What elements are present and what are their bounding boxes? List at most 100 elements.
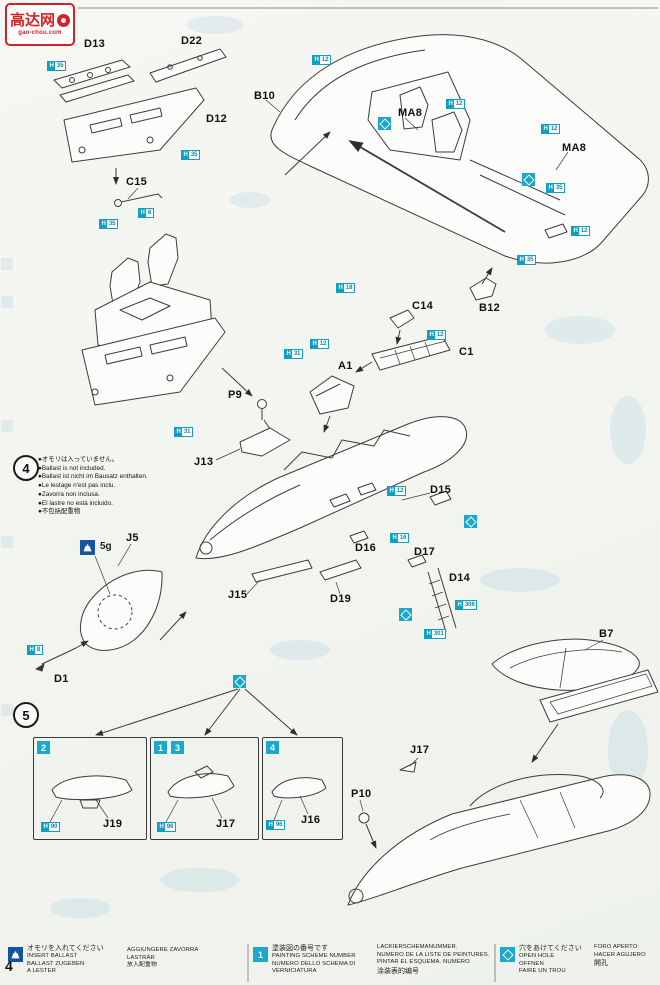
paint-brand-letter: H	[28, 646, 36, 654]
paint-brand-letter: H	[388, 487, 396, 495]
paint-color-number: 12	[319, 341, 327, 347]
paint-brand-letter: H	[139, 209, 147, 217]
watermark-logo: 高达网 gao-chou.com	[5, 3, 75, 46]
legend-ballast-col2: AGGIUNGERE ZAVORRA LASTRAR 放入配重物	[127, 947, 199, 969]
ballast-weight-label: 5g	[100, 541, 112, 552]
paint-color-number: 96	[166, 824, 174, 830]
part-label: J13	[194, 456, 214, 468]
step-4-badge: 4	[13, 455, 39, 481]
paint-brand-letter: H	[100, 220, 108, 228]
part-label: D14	[449, 572, 471, 584]
part-label: D17	[414, 546, 436, 558]
paint-color-number: 90	[50, 824, 58, 830]
paint-brand-letter: H	[542, 125, 550, 133]
paint-color-callout: H 31	[174, 427, 194, 437]
note-line: ●Ballast is not included.	[38, 464, 106, 472]
part-label: D13	[84, 38, 106, 50]
weight-icon	[83, 544, 92, 552]
step-5-number: 5	[22, 707, 30, 723]
paint-color-number: 301	[433, 631, 444, 637]
diamond-glyph	[522, 173, 535, 186]
open-hole-icon	[464, 515, 477, 528]
paint-color-number: 35	[108, 221, 116, 227]
weight-icon	[11, 951, 20, 959]
paint-color-number: 35	[190, 152, 198, 158]
diamond-glyph	[233, 675, 246, 688]
paint-brand-letter: H	[425, 630, 433, 638]
paint-brand-letter: H	[456, 601, 464, 609]
part-label: J17	[410, 744, 430, 756]
scheme-box-2	[33, 737, 147, 840]
part-label: D12	[206, 113, 228, 125]
paint-color-number: 35	[526, 257, 534, 263]
part-label: D1	[54, 673, 69, 685]
paint-color-callout: H 96	[157, 822, 177, 832]
scheme-box-4	[262, 737, 343, 840]
paint-brand-letter: H	[572, 227, 580, 235]
paint-color-number: 96	[275, 822, 283, 828]
part-label: C1	[459, 346, 474, 358]
paint-color-callout: H 301	[424, 629, 447, 639]
open-hole-icon	[378, 117, 391, 130]
paint-color-callout: H 12	[310, 339, 330, 349]
legend-scheme-icon: 1	[253, 947, 268, 962]
part-label: A1	[338, 360, 353, 372]
paint-color-callout: H 16	[390, 533, 410, 543]
scheme-number-icon: 2	[37, 741, 50, 754]
paint-color-number: 12	[580, 228, 588, 234]
paint-color-number: 31	[183, 429, 191, 435]
paint-color-callout: H 8	[138, 208, 154, 218]
diamond-glyph	[399, 608, 412, 621]
legend-hole-col1: 穴をあけてください OPEN HOLE OFFNEN FAIRE UN TROU	[519, 945, 582, 975]
page-number: 4	[5, 958, 13, 974]
part-label: C15	[126, 176, 148, 188]
paint-brand-letter: H	[447, 100, 455, 108]
paint-color-number: 35	[56, 63, 64, 69]
paint-color-callout: H 12	[541, 124, 561, 134]
paint-color-callout: H 35	[47, 61, 67, 71]
note-line: ●Le lestage n'est pas inclu.	[38, 482, 116, 490]
step-5-badge: 5	[13, 702, 39, 728]
note-line: ●El lastre no está incluido.	[38, 499, 113, 507]
paint-color-callout: H 12	[387, 486, 407, 496]
part-label: D22	[181, 35, 203, 47]
legend-paint-col2: LACKIERSCHEMANUMMER. NUMERO DE LA LISTE …	[377, 944, 490, 975]
note-line: ●Zavorra non inclusa.	[38, 490, 100, 498]
watermark-dot-icon	[57, 14, 70, 27]
note-line: ●Ballast ist nicht im Bausatz enthalten.	[38, 473, 148, 481]
part-label: MA8	[562, 142, 587, 154]
paint-color-number: 8	[147, 210, 152, 216]
part-label: J19	[103, 818, 123, 830]
diamond-glyph	[464, 515, 477, 528]
paint-color-number: 12	[321, 57, 329, 63]
paint-color-callout: H 35	[99, 219, 119, 229]
paint-color-callout: H 31	[284, 349, 304, 359]
paint-color-number: 12	[396, 488, 404, 494]
paint-brand-letter: H	[42, 823, 50, 831]
paint-color-callout: H 35	[181, 150, 201, 160]
paint-color-callout: H 12	[446, 99, 466, 109]
paint-color-callout: H 35	[517, 255, 537, 265]
scheme-number-icon: 4	[266, 741, 279, 754]
part-label: D15	[430, 484, 452, 496]
paint-color-number: 12	[455, 101, 463, 107]
paint-color-number: 31	[293, 351, 301, 357]
paint-brand-letter: H	[182, 151, 190, 159]
step-4-number: 4	[22, 460, 30, 476]
watermark-url: gao-chou.com	[18, 29, 62, 36]
paint-color-number: 12	[550, 126, 558, 132]
diamond-glyph	[378, 117, 391, 130]
insert-ballast-icon	[80, 540, 95, 555]
scheme-number-icon: 3	[171, 741, 184, 754]
legend-ballast-icon	[8, 947, 23, 962]
open-hole-icon	[522, 173, 535, 186]
legend-ballast-col1: オモリを入れてください INSERT BALLAST BALLAST ZUGEB…	[27, 945, 104, 975]
legend-paint-col1: 塗装図の番号です PAINTING SCHEME NUMBER NUMERO D…	[272, 945, 356, 975]
paint-color-number: 18	[345, 285, 353, 291]
part-label: D19	[330, 593, 352, 605]
part-label: B12	[479, 302, 501, 314]
paint-color-callout: H 306	[455, 600, 478, 610]
paint-color-callout: H 12	[312, 55, 332, 65]
part-label: MA8	[398, 107, 423, 119]
